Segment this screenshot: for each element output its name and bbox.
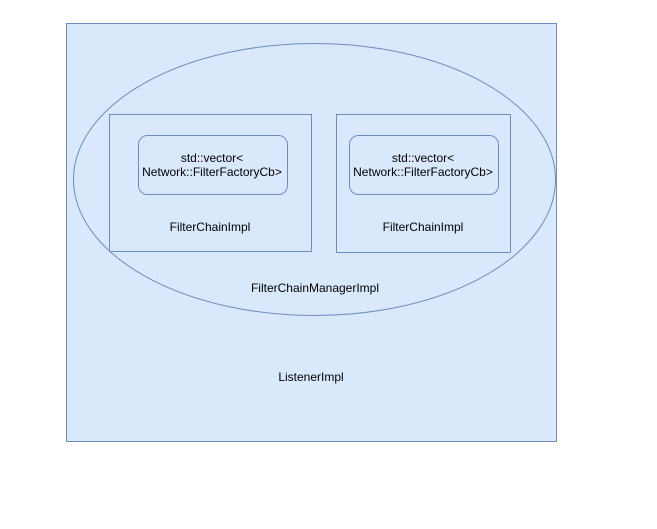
filter-chain-label-2: FilterChainImpl bbox=[383, 220, 464, 234]
filter-factory-vector-box-1[interactable] bbox=[138, 135, 288, 195]
listener-impl-label: ListenerImpl bbox=[278, 370, 343, 384]
filter-factory-vector-line2-1: Network::FilterFactoryCb> bbox=[142, 165, 282, 179]
filter-chain-label-1: FilterChainImpl bbox=[170, 220, 251, 234]
filter-factory-vector-box-2[interactable] bbox=[349, 135, 499, 195]
filter-chain-manager-label: FilterChainManagerImpl bbox=[251, 281, 379, 295]
filter-factory-vector-line2-2: Network::FilterFactoryCb> bbox=[353, 165, 493, 179]
filter-factory-vector-line1-1: std::vector< bbox=[181, 151, 243, 165]
filter-factory-vector-line1-2: std::vector< bbox=[392, 151, 454, 165]
